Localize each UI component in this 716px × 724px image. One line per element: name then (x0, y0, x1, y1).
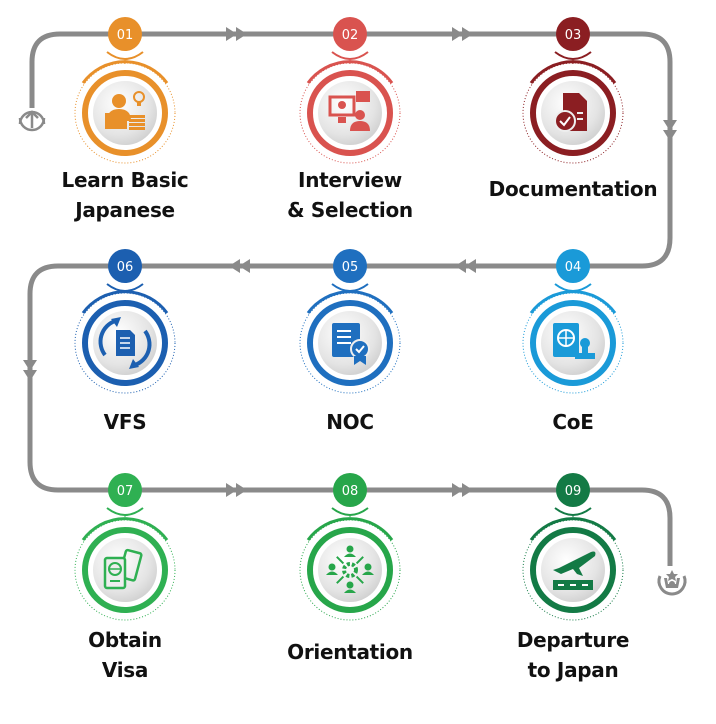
step-number-badge: 01 (108, 17, 142, 51)
arrow-icon (229, 259, 250, 273)
step-number-badge: 02 (333, 17, 367, 51)
process-step: 06 (74, 249, 176, 394)
step-title-line-2: to Japan (527, 658, 619, 682)
step-title-line-2: & Selection (287, 198, 413, 222)
start-icon (18, 110, 46, 132)
process-step: 07 (74, 473, 176, 621)
step-number: 07 (117, 484, 134, 499)
end-celebration-icon (657, 570, 687, 596)
arrow-icon (452, 27, 473, 41)
step-title-line-1: NOC (326, 410, 374, 434)
document-check-icon (554, 93, 587, 132)
step-number: 05 (342, 260, 359, 275)
document-cycle-icon (98, 317, 152, 369)
step-number-badge: 09 (556, 473, 590, 507)
step-title-line-2: Visa (101, 658, 149, 682)
dotted-ring (299, 519, 401, 621)
student-reading-idea-icon (105, 91, 145, 130)
step-number-badge: 04 (556, 249, 590, 283)
step-number: 01 (117, 28, 134, 43)
arrow-icon (455, 259, 476, 273)
step-number-badge: 05 (333, 249, 367, 283)
step-number-badge: 06 (108, 249, 142, 283)
step-title-line-1: VFS (103, 410, 147, 434)
step-number-badge: 08 (333, 473, 367, 507)
process-step: 03 (522, 17, 624, 164)
step-number: 08 (342, 484, 359, 499)
step-number: 09 (565, 484, 582, 499)
dotted-ring (522, 519, 624, 621)
step-title-line-1: Learn Basic (61, 168, 189, 192)
step-title-line-1: Obtain (88, 628, 162, 652)
process-step: 01 (74, 17, 176, 164)
step-number-badge: 07 (108, 473, 142, 507)
team-network-gear-icon (326, 545, 374, 593)
step-title-line-1: Orientation (287, 640, 413, 664)
dotted-ring (522, 292, 624, 394)
step-number: 06 (117, 260, 134, 275)
passport-ticket-icon (103, 548, 143, 590)
video-interview-icon (328, 91, 370, 131)
step-title-line-1: Documentation (488, 177, 658, 201)
arrowheads (23, 27, 677, 497)
step-number: 04 (565, 260, 582, 275)
arrow-icon (226, 27, 247, 41)
step-title-line-1: Interview (298, 168, 402, 192)
dotted-ring (74, 62, 176, 164)
process-step: 04 (522, 249, 624, 394)
process-step: 09 (522, 473, 624, 621)
dotted-ring (299, 292, 401, 394)
dotted-ring (299, 62, 401, 164)
arrow-icon (226, 483, 247, 497)
airplane-takeoff-icon (553, 551, 596, 590)
step-title-line-1: CoE (552, 410, 594, 434)
process-step: 05 (299, 249, 401, 394)
dotted-ring (74, 519, 176, 621)
passport-stamp-icon (553, 323, 595, 359)
step-number: 03 (565, 28, 582, 43)
dotted-ring (522, 62, 624, 164)
dotted-ring (74, 292, 176, 394)
process-step: 08 (299, 473, 401, 621)
certificate-badge-icon (332, 323, 370, 365)
step-number: 02 (342, 28, 359, 43)
arrow-icon (663, 120, 677, 141)
arrow-icon (23, 360, 37, 381)
step-number-badge: 03 (556, 17, 590, 51)
step-title-line-1: Departure (516, 628, 630, 652)
arrow-icon (452, 483, 473, 497)
step-title-line-2: Japanese (75, 198, 175, 222)
process-step: 02 (299, 17, 401, 164)
